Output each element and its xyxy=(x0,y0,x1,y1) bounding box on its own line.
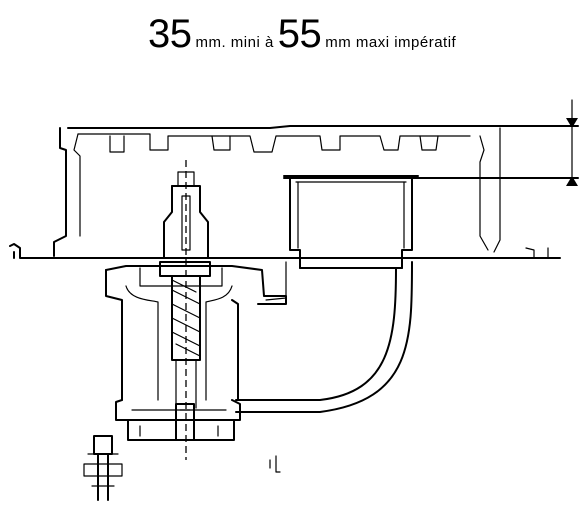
top-housing xyxy=(53,125,541,257)
min-value: 35 xyxy=(148,12,192,56)
dimension-caption: 35 mm. mini à 55 mm maxi impératif xyxy=(148,14,456,54)
base-plate xyxy=(9,243,561,259)
drain-housing xyxy=(283,175,419,269)
valve-body xyxy=(105,265,287,441)
anchor-bolt xyxy=(83,435,123,501)
min-text: mm. mini à xyxy=(195,34,274,51)
small-mark xyxy=(269,455,281,473)
dimension-markers xyxy=(283,99,579,186)
valve-stem xyxy=(159,160,211,460)
max-text: mm maxi impératif xyxy=(325,34,457,51)
max-value: 55 xyxy=(277,12,322,56)
